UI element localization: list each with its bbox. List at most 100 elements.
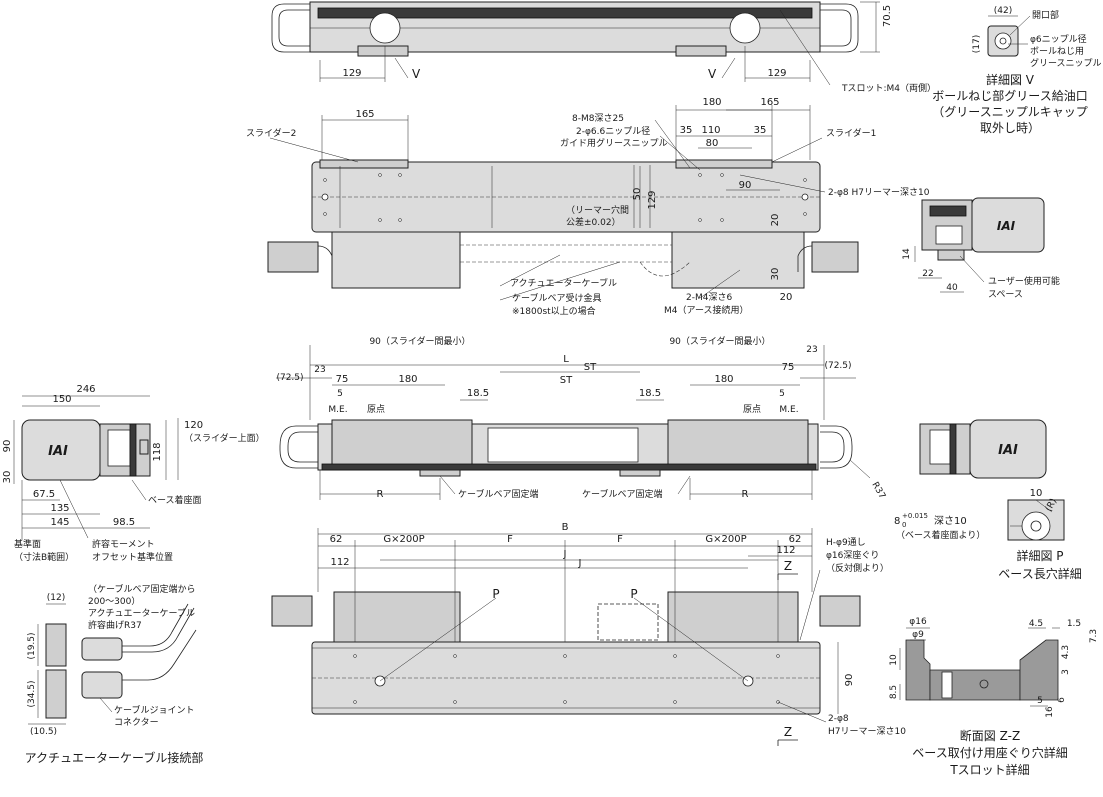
bottom-h-1: H-φ9通し — [826, 537, 866, 548]
end-view-left: IAI 246 150 90 30 118 120 （スライダー上面） 67.5… — [2, 384, 265, 563]
cable-detail: (12) (19.5) (34.5) (10.5) （ケーブルベア固定端から 2… — [25, 583, 204, 765]
detail-v-nipple-3: グリースニップル — [1030, 57, 1102, 69]
label-phi66-2: ガイド用グリースニップル — [560, 137, 668, 149]
front-dim-5-right: 5 — [779, 389, 785, 399]
detail-p-tol-upper: +0.015 — [902, 512, 928, 520]
zz-dim-6: 6 — [1057, 697, 1067, 703]
end-dim-145: 145 — [50, 517, 69, 528]
bottom-dim-112-left: 112 — [330, 557, 349, 568]
bottom-h-2: φ16深座ぐり — [826, 549, 879, 561]
plan-dim-30: 30 — [770, 268, 781, 281]
label-m4-earth: M4（アース接続用） — [664, 304, 749, 316]
front-view: 90（スライダー間最小） 90（スライダー間最小） L ST ST 23 23 … — [276, 335, 887, 501]
side-dim-22: 22 — [922, 269, 933, 279]
zz-phi9: φ9 — [912, 630, 924, 640]
zz-title: 断面図 Z-Z — [960, 728, 1020, 743]
cable-joint-1: ケーブルジョイント — [114, 704, 194, 716]
bottom-marker-P-left: P — [492, 587, 499, 601]
zz-phi16: φ16 — [909, 617, 927, 627]
end-dim-150: 150 — [52, 394, 71, 405]
front-dim-90-left: 90（スライダー間最小） — [369, 335, 470, 347]
end-dim-30: 30 — [2, 471, 13, 484]
front-dim-R-left: R — [377, 489, 384, 500]
front-dim-180-right: 180 — [714, 374, 733, 385]
cable-note-1: （ケーブルベア固定端から — [88, 583, 195, 595]
front-me-right: M.E. — [779, 405, 798, 415]
front-dim-75-left: 75 — [336, 374, 349, 385]
end-dim-120: 120 — [184, 420, 203, 431]
detail-p-dim-10: 10 — [1030, 488, 1043, 499]
top-marker-v-right: V — [708, 67, 717, 81]
plan-dim-90: 90 — [739, 180, 752, 191]
end-ref-1: 基準面 — [14, 538, 41, 550]
cable-detail-title: アクチュエーターケーブル接続部 — [25, 750, 204, 765]
detail-p-title: 詳細図 P — [1016, 548, 1063, 563]
label-phi66-1: 2-φ6.6ニップル径 — [576, 125, 650, 137]
front-origin-right: 原点 — [743, 404, 761, 415]
bottom-dim-112-right: 112 — [776, 545, 795, 556]
front-dim-R37: R37 — [869, 481, 887, 501]
plan-dim-129: 129 — [647, 190, 658, 209]
detail-p-subtitle: ベース長穴詳細 — [998, 566, 1081, 581]
detail-v-opening: 開口部 — [1032, 9, 1059, 21]
side-dim-40: 40 — [946, 283, 958, 293]
plan-view: 165 180 165 35 110 35 80 90 50 129 20 30… — [246, 97, 930, 317]
label-slider-2: スライダー2 — [246, 127, 296, 139]
side-view-right: IAI 14 22 40 ユーザー使用可能 スペース — [902, 197, 1060, 300]
end-view-right: IAI — [919, 419, 1047, 479]
bottom-dim-F-right: F — [617, 534, 623, 545]
top-view: 129 129 V V 70.5 Tスロット:M4（両側） — [271, 1, 936, 94]
detail-v: (42) (17) 開口部 φ6ニップル径 ボールねじ用 グリースニップル 詳細… — [932, 6, 1101, 135]
plan-dim-35a: 35 — [680, 125, 693, 136]
front-dim-23-right: 23 — [806, 345, 817, 355]
end-dim-135: 135 — [50, 503, 69, 514]
label-cable-bracket: ケーブルベア受け金具 — [512, 292, 601, 304]
bottom-dim-62-left: 62 — [330, 534, 343, 545]
front-me-left: M.E. — [328, 405, 347, 415]
bottom-dim-J-upper: J — [563, 549, 567, 560]
front-dim-725-left: (72.5) — [276, 373, 303, 383]
plan-dim-20b: 20 — [780, 292, 793, 303]
front-dim-23-left: 23 — [314, 365, 325, 375]
detail-v-nipple-2: ボールねじ用 — [1030, 46, 1084, 57]
end-right-logo: IAI — [998, 443, 1018, 458]
bottom-dim-90: 90 — [844, 674, 855, 687]
side-logo: IAI — [997, 219, 1016, 233]
zz-dim-1-5: 1.5 — [1067, 619, 1081, 629]
bottom-phi8-2: H7リーマー深さ10 — [828, 726, 906, 737]
cable-dim-19-5: (19.5) — [27, 632, 37, 659]
detail-p-tol-lower: 0 — [902, 521, 906, 529]
zz-dim-4-3: 4.3 — [1061, 645, 1071, 659]
bottom-marker-Z-top: Z — [784, 559, 792, 573]
front-fixed-end-left: ケーブルベア固定端 — [458, 488, 538, 500]
end-dim-98-5: 98.5 — [113, 517, 135, 528]
cable-dim-12: (12) — [47, 593, 65, 603]
bottom-dim-B: B — [562, 522, 569, 533]
cable-note-2: 200～300） — [88, 596, 140, 607]
label-reamer-1: （リーマー穴間 — [566, 204, 629, 216]
plan-dim-165-right: 165 — [760, 97, 779, 108]
bottom-view: 62 62 G×200P G×200P B F F J J 112 112 90… — [271, 522, 906, 746]
front-dim-R-right: R — [742, 489, 749, 500]
detail-v-subtitle: ボールねじ部グリース給油口 — [932, 88, 1087, 103]
zz-dim-3: 3 — [1061, 669, 1071, 675]
zz-dim-8-5: 8.5 — [889, 685, 899, 699]
detail-v-dim-42: (42) — [994, 6, 1012, 16]
cable-note-3: アクチュエーターケーブル — [88, 607, 195, 619]
front-dim-185-right: 18.5 — [639, 388, 661, 399]
zz-dim-10: 10 — [889, 654, 899, 666]
front-dim-L: L — [563, 354, 569, 365]
top-marker-v-left: V — [412, 67, 421, 81]
detail-p-note: （ベース着座面より） — [896, 529, 985, 541]
plan-dim-165-left: 165 — [355, 109, 374, 120]
front-dim-75-right: 75 — [782, 362, 795, 373]
bottom-dim-62-right: 62 — [789, 534, 802, 545]
end-ref-2: （寸法B範囲） — [14, 551, 74, 563]
plan-dim-35b: 35 — [754, 125, 767, 136]
label-phi8-reamer: 2-φ8 H7リーマー深さ10 — [828, 187, 930, 198]
bottom-dim-G-left: G×200P — [383, 534, 424, 545]
user-space-2: スペース — [988, 290, 1023, 300]
bottom-marker-Z-bottom: Z — [784, 725, 792, 739]
label-actuator-cable: アクチュエーターケーブル — [510, 277, 617, 289]
bottom-h-3: （反対側より） — [826, 562, 889, 574]
